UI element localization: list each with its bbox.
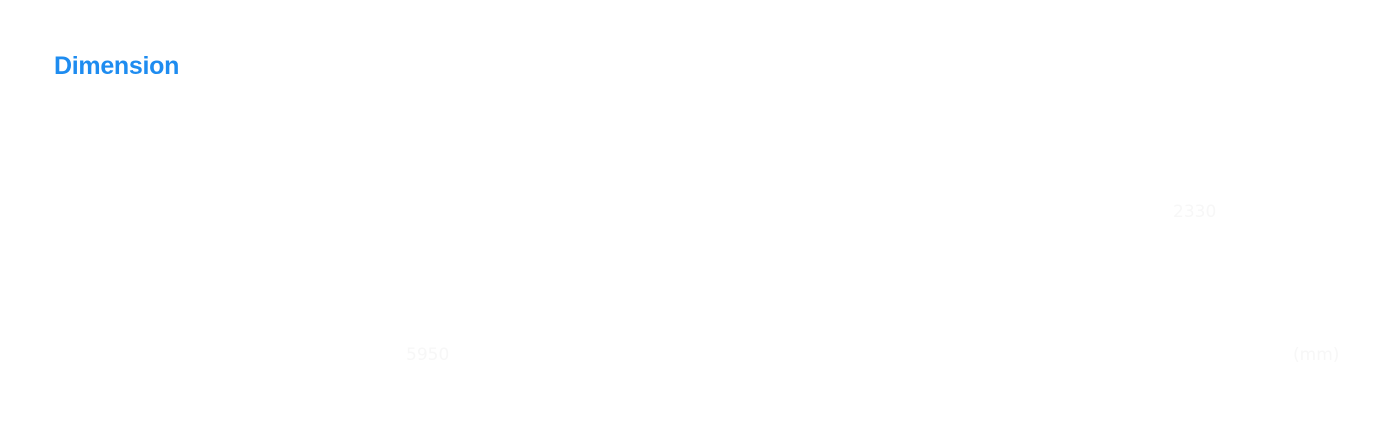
section-title: Dimension [54, 52, 180, 80]
unit-label: (mm) [1293, 345, 1340, 365]
width-dimension-label: 5950 [406, 345, 450, 365]
height-dimension-label: 2330 [1173, 202, 1217, 222]
dimension-figure: 2330 5950 (mm) [0, 100, 1400, 423]
